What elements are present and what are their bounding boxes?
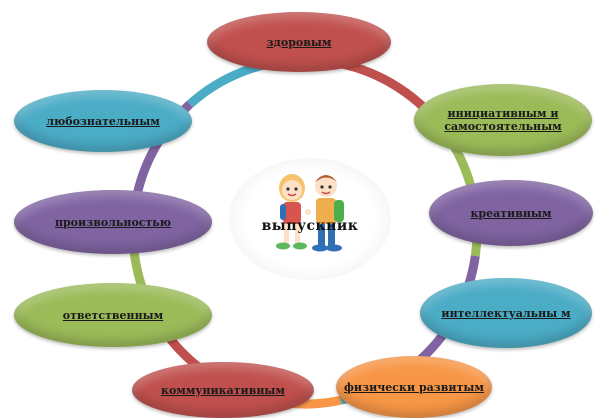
node-label: физически развитым xyxy=(344,380,484,394)
node-otvetstvennym[interactable]: ответственным xyxy=(14,283,212,347)
node-label: любознательным xyxy=(46,114,160,128)
node-fizicheski[interactable]: физически развитым xyxy=(336,356,492,418)
node-label: креативным xyxy=(470,206,552,220)
node-label: интеллектуальны м xyxy=(441,306,571,320)
center-disc xyxy=(229,158,391,280)
node-kreativnym[interactable]: креативным xyxy=(429,180,593,246)
center-label: выпускник xyxy=(261,218,359,234)
node-intellektualnym[interactable]: интеллектуальны м xyxy=(420,278,592,348)
node-label: инициативным и самостоятельным xyxy=(444,107,562,133)
node-label: произвольностью xyxy=(54,215,172,229)
node-lyuboznatelnym[interactable]: любознательным xyxy=(14,90,192,152)
node-zdorovym[interactable]: здоровым xyxy=(207,12,391,72)
children-illustration xyxy=(276,174,344,252)
node-label: коммуникативным xyxy=(161,383,285,397)
node-label: ответственным xyxy=(62,308,164,322)
node-label: здоровым xyxy=(266,35,332,49)
node-iniciativnym[interactable]: инициативным и самостоятельным xyxy=(414,84,592,156)
node-kommunikativnym[interactable]: коммуникативным xyxy=(132,362,314,418)
node-proizvolnostyu[interactable]: произвольностью xyxy=(14,190,212,254)
